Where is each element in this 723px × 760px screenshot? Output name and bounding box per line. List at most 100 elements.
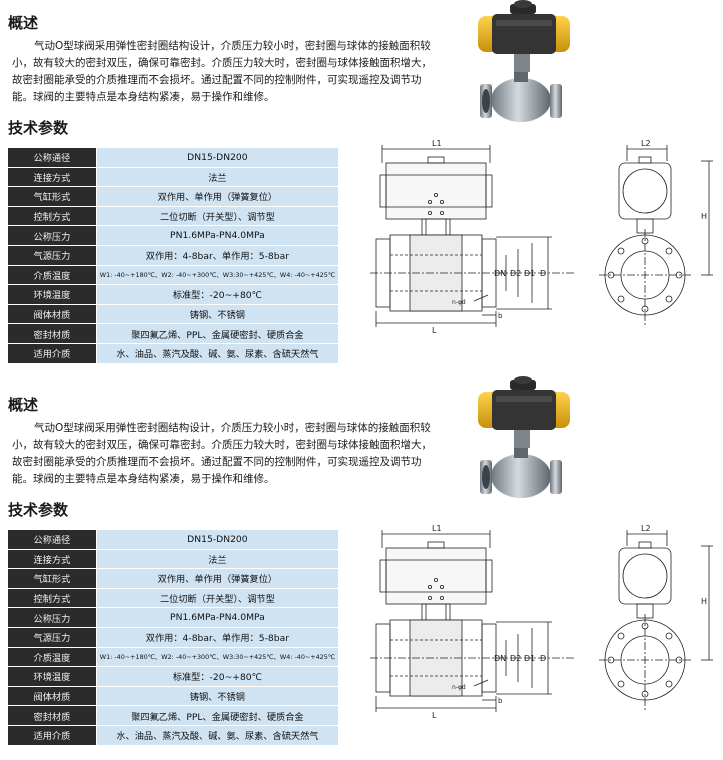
- spec-row: 连接方式法兰: [8, 167, 338, 188]
- spec-row: 阀体材质铸钢、不锈钢: [8, 304, 338, 325]
- spec-value: 聚四氟乙烯、PPL、金属硬密封、硬质合金: [96, 323, 338, 344]
- label-H: H: [701, 597, 707, 606]
- spec-key: 阀体材质: [8, 304, 97, 325]
- label-H: H: [701, 212, 707, 221]
- spec-value: 二位切断（开关型）、调节型: [96, 588, 338, 609]
- label-b: b: [498, 312, 503, 320]
- label-b: b: [498, 697, 503, 705]
- spec-key: 公称通径: [8, 530, 97, 550]
- spec-key: 介质温度: [8, 265, 97, 286]
- spec-key: 适用介质: [8, 343, 97, 364]
- label-D2: D2: [510, 269, 521, 278]
- spec-key: 气源压力: [8, 627, 97, 648]
- overview-description-text: 气动O型球阀采用弹性密封圈结构设计，介质压力较小时，密封圈与球体的接触面积较小，…: [12, 40, 432, 103]
- label-DN: DN: [494, 654, 506, 663]
- spec-key: 气源压力: [8, 245, 97, 266]
- label-D: D: [540, 269, 546, 278]
- spec-key: 连接方式: [8, 167, 97, 188]
- overview-description-text: 气动O型球阀采用弹性密封圈结构设计，介质压力较小时，密封圈与球体的接触面积较小，…: [12, 422, 432, 485]
- spec-value: 铸钢、不锈钢: [96, 686, 338, 707]
- spec-key: 介质温度: [8, 647, 97, 668]
- spec-key: 公称通径: [8, 148, 97, 168]
- label-DN: DN: [494, 269, 506, 278]
- spec-value: 法兰: [96, 167, 338, 188]
- spec-value: 聚四氟乙烯、PPL、金属硬密封、硬质合金: [96, 705, 338, 726]
- spec-row: 环境温度标准型：-20~+80℃: [8, 284, 338, 305]
- overview-description: 气动O型球阀采用弹性密封圈结构设计，介质压力较小时，密封圈与球体的接触面积较小，…: [12, 420, 440, 488]
- spec-value: 标准型：-20~+80℃: [96, 666, 338, 687]
- spec-value: DN15-DN200: [96, 148, 338, 168]
- spec-row: 气缸形式双作用、单作用（弹簧复位）: [8, 186, 338, 207]
- spec-row: 密封材质聚四氟乙烯、PPL、金属硬密封、硬质合金: [8, 323, 338, 344]
- overview-description: 气动O型球阀采用弹性密封圈结构设计，介质压力较小时，密封圈与球体的接触面积较小，…: [12, 38, 440, 106]
- product-section-2: 概述 气动O型球阀采用弹性密封圈结构设计，介质压力较小时，密封圈与球体的接触面积…: [0, 376, 723, 760]
- spec-row: 气缸形式双作用、单作用（弹簧复位）: [8, 568, 338, 589]
- spec-key: 阀体材质: [8, 686, 97, 707]
- spec-value: 水、油品、蒸汽及酸、碱、氨、尿素、含硫天然气: [96, 725, 338, 746]
- spec-value: W1: -40~+180℃、W2: -40~+300℃、W3:30~+425℃、…: [96, 265, 338, 286]
- spec-row: 密封材质聚四氟乙烯、PPL、金属硬密封、硬质合金: [8, 705, 338, 726]
- label-L1: L1: [432, 524, 442, 533]
- spec-row: 气源压力双作用：4-8bar、单作用：5-8bar: [8, 627, 338, 648]
- spec-row: 控制方式二位切断（开关型）、调节型: [8, 206, 338, 227]
- spec-row: 阀体材质铸钢、不锈钢: [8, 686, 338, 707]
- front-dimension-drawing: L1 DN D2 D1 D b n-φd: [370, 524, 576, 720]
- front-dimension-drawing: L1 DN D2 D1 D b n-φd: [370, 139, 576, 335]
- spec-value: 双作用：4-8bar、单作用：5-8bar: [96, 627, 338, 648]
- label-L2: L2: [641, 139, 651, 148]
- spec-row: 环境温度标准型：-20~+80℃: [8, 666, 338, 687]
- spec-value: 标准型：-20~+80℃: [96, 284, 338, 305]
- label-L1: L1: [432, 139, 442, 148]
- spec-value: W1: -40~+180℃、W2: -40~+300℃、W3:30~+425℃、…: [96, 647, 338, 668]
- spec-key: 适用介质: [8, 725, 97, 746]
- spec-key: 密封材质: [8, 705, 97, 726]
- spec-heading: 技术参数: [8, 501, 69, 519]
- right-flange: [550, 84, 562, 118]
- label-L2: L2: [641, 524, 651, 533]
- label-D1: D1: [524, 269, 535, 278]
- right-flange: [550, 460, 562, 494]
- spec-value: 双作用：4-8bar、单作用：5-8bar: [96, 245, 338, 266]
- overview-heading: 概述: [8, 14, 39, 32]
- valve-body: [491, 454, 551, 498]
- spec-row: 气源压力双作用：4-8bar、单作用：5-8bar: [8, 245, 338, 266]
- spec-value: 二位切断（开关型）、调节型: [96, 206, 338, 227]
- label-holes: n-φd: [452, 684, 466, 691]
- valve-body: [491, 78, 551, 122]
- side-dimension-drawing: L2 H: [599, 139, 713, 325]
- label-D: D: [540, 654, 546, 663]
- spec-key: 公称压力: [8, 607, 97, 628]
- spec-key: 环境温度: [8, 666, 97, 687]
- spec-key: 控制方式: [8, 206, 97, 227]
- bracket: [514, 430, 530, 448]
- side-dimension-drawing: L2 H: [599, 524, 713, 710]
- spec-value: 双作用、单作用（弹簧复位）: [96, 568, 338, 589]
- spec-row: 控制方式二位切断（开关型）、调节型: [8, 588, 338, 609]
- overview-heading: 概述: [8, 396, 39, 414]
- spec-value: PN1.6MPa-PN4.0MPa: [96, 607, 338, 628]
- spec-value: 水、油品、蒸汽及酸、碱、氨、尿素、含硫天然气: [96, 343, 338, 364]
- spec-value: DN15-DN200: [96, 530, 338, 550]
- valve-photo: [478, 0, 570, 122]
- spec-value: 法兰: [96, 549, 338, 570]
- spec-key: 密封材质: [8, 323, 97, 344]
- spec-row: 连接方式法兰: [8, 549, 338, 570]
- spec-key: 控制方式: [8, 588, 97, 609]
- spec-value: 双作用、单作用（弹簧复位）: [96, 186, 338, 207]
- spec-key: 气缸形式: [8, 568, 97, 589]
- label-D2: D2: [510, 654, 521, 663]
- label-L: L: [432, 711, 437, 720]
- spec-key: 公称压力: [8, 225, 97, 246]
- spec-value: 铸钢、不锈钢: [96, 304, 338, 325]
- spec-heading: 技术参数: [8, 119, 69, 137]
- spec-row: 适用介质水、油品、蒸汽及酸、碱、氨、尿素、含硫天然气: [8, 725, 338, 746]
- spec-key: 气缸形式: [8, 186, 97, 207]
